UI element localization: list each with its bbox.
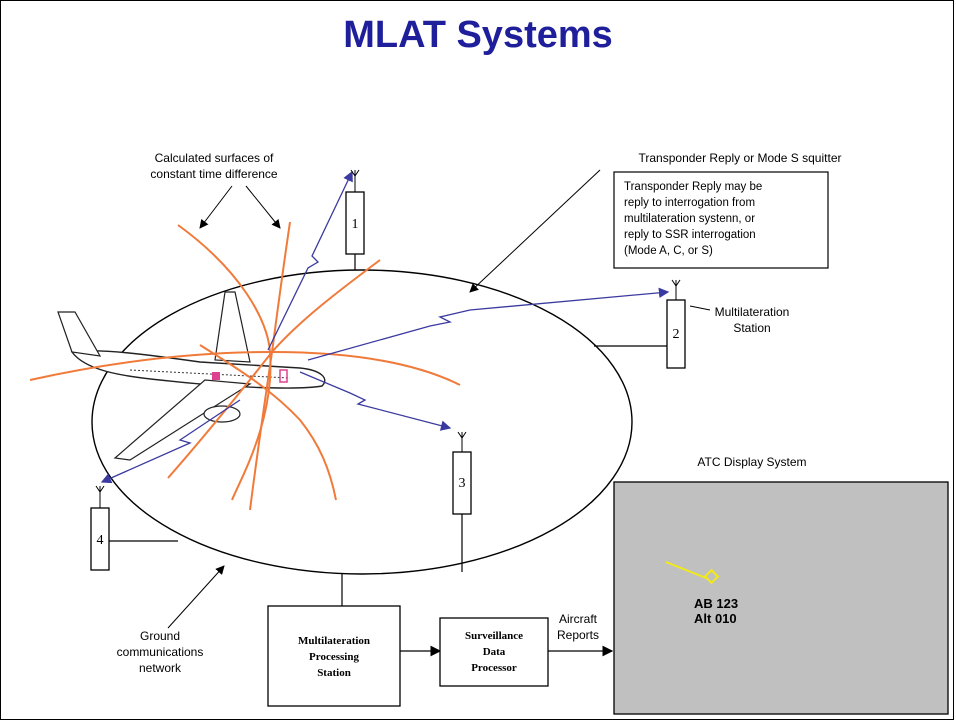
transponder-note-line-5: (Mode A, C, or S) [624, 245, 713, 257]
ground-network-pointer [167, 565, 225, 629]
multilateration-station-label-1: Multilateration [715, 305, 790, 319]
target-altitude: Alt 010 [694, 611, 737, 626]
ground-network-line-2: communications [117, 645, 204, 659]
target-symbol-icon [703, 568, 720, 585]
calculated-surfaces-label: Calculated surfaces of constant time dif… [150, 151, 281, 229]
calculated-surfaces-line-2: constant time difference [150, 167, 278, 181]
mlat-processing-station: Multilateration Processing Station [267, 605, 401, 707]
station-1-number: 1 [352, 217, 359, 232]
transponder-note-line-4: reply to SSR interrogation [624, 229, 756, 241]
transponder-reply-note-box: Transponder Reply may be reply to interr… [613, 171, 829, 269]
station-2: 2 [594, 279, 686, 369]
mlat-processing-line-2: Processing [309, 651, 359, 663]
aircraft-icon [57, 291, 326, 461]
aircraft-reports-line-1: Aircraft [559, 612, 598, 626]
coverage-ellipse [91, 269, 633, 575]
transponder-note-line-1: Transponder Reply may be [624, 181, 762, 193]
transponder-reply-title: Transponder Reply or Mode S squitter [639, 151, 842, 165]
signal-paths [100, 170, 670, 484]
transponder-note-line-2: reply to interrogation from [624, 197, 755, 209]
sdp-line-2: Data [483, 646, 506, 658]
station-3-number: 3 [459, 476, 466, 491]
multilateration-station-label-2: Station [733, 321, 770, 335]
sdp-line-3: Processor [471, 662, 517, 674]
ground-network-line-1: Ground [140, 629, 180, 643]
atc-display-label: ATC Display System [697, 455, 806, 469]
station-1: 1 [345, 169, 365, 270]
mlat-processing-line-1: Multilateration [298, 635, 370, 647]
calculated-surfaces-line-1: Calculated surfaces of [155, 151, 274, 165]
mlat-processing-line-3: Station [317, 667, 351, 679]
atc-display: AB 123 Alt 010 [613, 481, 949, 715]
target-track-line [665, 561, 707, 579]
station-3: 3 [452, 431, 472, 572]
sdp-line-1: Surveillance [465, 630, 523, 642]
target-callsign: AB 123 [694, 596, 738, 611]
station-2-number: 2 [673, 327, 680, 342]
station-4-number: 4 [97, 533, 104, 548]
surveillance-data-processor: Surveillance Data Processor [439, 617, 549, 687]
station-4: 4 [90, 485, 178, 571]
transponder-note-line-3: multilateration systenn, or [624, 213, 755, 225]
multilateration-station-pointer [689, 305, 711, 311]
slide-title: MLAT Systems [343, 14, 613, 56]
aircraft-reports-line-2: Reports [557, 628, 599, 642]
ground-network-line-3: network [139, 661, 182, 675]
transponder-reply-pointer [469, 169, 601, 293]
time-difference-surfaces [29, 221, 461, 511]
